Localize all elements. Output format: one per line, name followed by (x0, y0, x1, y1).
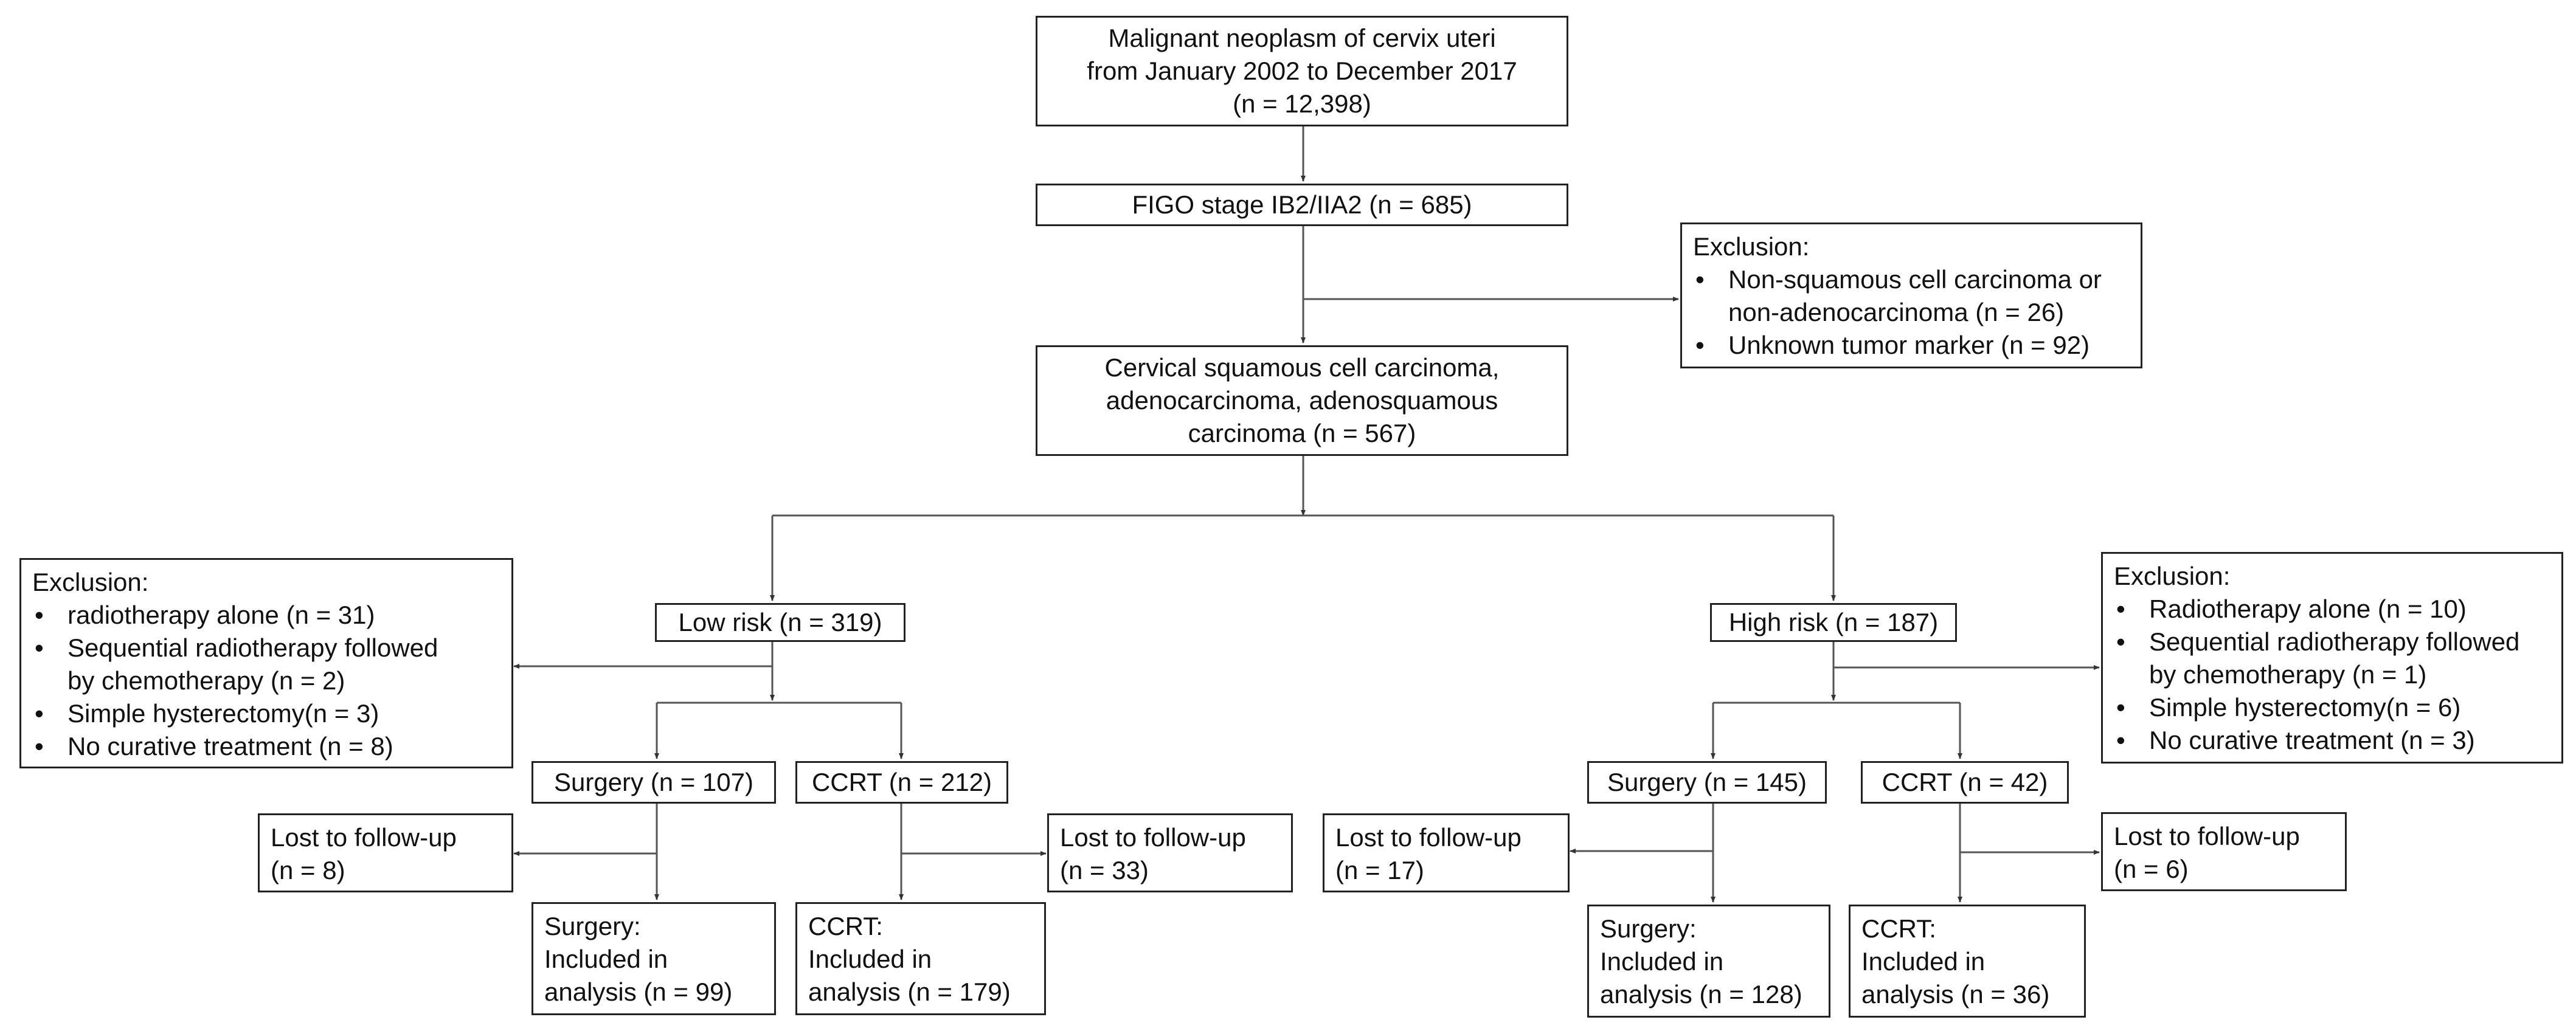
box-text-line: (n = 17) (1335, 856, 1424, 884)
box-text-line: Surgery (n = 107) (553, 768, 753, 796)
exclusion-high-risk-box: Exclusion: • Radiotherapy alone (n = 10) • S… (2101, 552, 2563, 764)
exclusion-item-text: Sequential radiotherapy followed (68, 633, 438, 662)
high-risk-box: High risk (n = 187) (1710, 603, 1957, 642)
box-text-line: analysis (n = 128) (1600, 980, 1802, 1009)
exclusion-item-text: Radiotherapy alone (n = 10) (2149, 595, 2467, 623)
box-text-line: Surgery: (544, 912, 641, 940)
box-text-line: Lost to follow-up (1335, 823, 1522, 852)
exclusion-list: • Non-squamous cell carcinoma or non-adeno… (1693, 263, 2130, 362)
exclusion-title: Exclusion: (1693, 232, 1810, 261)
box-text-line: analysis (n = 179) (808, 978, 1011, 1006)
exclusion-title: Exclusion: (2114, 562, 2231, 590)
low-ccrt-box: CCRT (n = 212) (795, 761, 1008, 804)
exclusion-item: • Sequential radiotherapy followed by chem… (2114, 626, 2550, 691)
box-text-line: Included in (808, 945, 932, 973)
box-text-line: Included in (1861, 947, 1986, 976)
exclusion-item: • Sequential radiotherapy followed by chem… (32, 632, 500, 697)
box-text-line: from January 2002 to December 2017 (1087, 57, 1517, 85)
exclusion-item: • No curative treatment (n = 8) (32, 730, 500, 763)
exclusion-title: Exclusion: (32, 568, 149, 596)
bullet-icon: • (2116, 627, 2125, 656)
included-low-surgery-box: Surgery: Included in analysis (n = 99) (531, 902, 776, 1015)
exclusion-item-text: No curative treatment (n = 8) (68, 732, 393, 760)
source-population-box: Malignant neoplasm of cervix uteri from J… (1036, 16, 1568, 126)
box-text-line: Malignant neoplasm of cervix uteri (1108, 24, 1496, 52)
included-high-ccrt-box: CCRT: Included in analysis (n = 36) (1849, 905, 2086, 1018)
box-text-line: carcinoma (n = 567) (1188, 419, 1416, 447)
box-text-line: CCRT: (808, 912, 883, 940)
low-surgery-box: Surgery (n = 107) (531, 761, 776, 804)
bullet-icon: • (35, 633, 44, 662)
box-text-line: CCRT (n = 212) (811, 768, 992, 796)
box-text-line: Lost to follow-up (2114, 822, 2300, 850)
exclusion-item: • Simple hysterectomy(n = 6) (2114, 691, 2550, 724)
bullet-icon: • (1695, 331, 1705, 359)
exclusion-item: • Radiotherapy alone (n = 10) (2114, 593, 2550, 626)
bullet-icon: • (35, 601, 44, 629)
high-ccrt-box: CCRT (n = 42) (1861, 761, 2069, 804)
box-text-line: CCRT (n = 42) (1882, 768, 2048, 796)
box-text-line: (n = 12,398) (1233, 89, 1371, 118)
bullet-icon: • (35, 699, 44, 728)
box-text-line: adenocarcinoma, adenosquamous (1106, 386, 1498, 415)
histology-box: Cervical squamous cell carcinoma, adenoca… (1036, 345, 1568, 456)
box-text-line: (n = 6) (2114, 855, 2189, 883)
exclusion-item: • Non-squamous cell carcinoma or non-adeno… (1693, 263, 2130, 329)
bullet-icon: • (2116, 693, 2125, 722)
box-text-line: (n = 33) (1060, 856, 1149, 884)
exclusion-item-text: Unknown tumor marker (n = 92) (1728, 331, 2090, 359)
box-text-line: analysis (n = 99) (544, 978, 733, 1006)
exclusion-item-text: by chemotherapy (n = 1) (2149, 660, 2427, 689)
exclusion-item-text: No curative treatment (n = 3) (2149, 726, 2475, 754)
box-text-line: Included in (1600, 947, 1724, 976)
box-text-line: analysis (n = 36) (1861, 980, 2050, 1009)
exclusion-top-box: Exclusion: • Non-squamous cell carcinoma o… (1680, 222, 2142, 368)
exclusion-low-risk-box: Exclusion: • radiotherapy alone (n = 31) • S… (19, 558, 513, 768)
box-text-line: Surgery: (1600, 914, 1697, 943)
box-text-line: Included in (544, 945, 668, 973)
box-text-line: Lost to follow-up (271, 823, 457, 852)
lost-high-surgery-box: Lost to follow-up (n = 17) (1323, 813, 1570, 892)
box-text-line: CCRT: (1861, 914, 1936, 943)
low-risk-box: Low risk (n = 319) (655, 603, 905, 642)
lost-low-surgery-box: Lost to follow-up (n = 8) (258, 813, 513, 892)
exclusion-item-text: Non-squamous cell carcinoma or (1728, 265, 2102, 294)
box-text-line: Low risk (n = 319) (678, 608, 882, 636)
exclusion-item: • No curative treatment (n = 3) (2114, 724, 2550, 757)
box-text-line: Cervical squamous cell carcinoma, (1104, 353, 1500, 382)
included-low-ccrt-box: CCRT: Included in analysis (n = 179) (795, 902, 1046, 1015)
exclusion-item: • Simple hysterectomy(n = 3) (32, 697, 500, 730)
box-text-line: Surgery (n = 145) (1607, 768, 1807, 796)
high-surgery-box: Surgery (n = 145) (1587, 761, 1827, 804)
bullet-icon: • (35, 732, 44, 760)
bullet-icon: • (2116, 595, 2125, 623)
exclusion-list: • radiotherapy alone (n = 31) • Sequential … (32, 599, 500, 763)
exclusion-list: • Radiotherapy alone (n = 10) • Sequential … (2114, 593, 2550, 757)
exclusion-item: • Unknown tumor marker (n = 92) (1693, 329, 2130, 362)
lost-high-ccrt-box: Lost to follow-up (n = 6) (2101, 812, 2347, 891)
lost-low-ccrt-box: Lost to follow-up (n = 33) (1047, 813, 1293, 892)
exclusion-item-text: Sequential radiotherapy followed (2149, 627, 2520, 656)
box-text-line: High risk (n = 187) (1728, 608, 1939, 636)
box-text-line: (n = 8) (271, 856, 345, 884)
bullet-icon: • (1695, 265, 1705, 294)
exclusion-item-text: Simple hysterectomy(n = 3) (68, 699, 379, 728)
box-text-line: FIGO stage IB2/IIA2 (n = 685) (1132, 190, 1472, 219)
exclusion-item-text: non-adenocarcinoma (n = 26) (1728, 298, 2065, 326)
included-high-surgery-box: Surgery: Included in analysis (n = 128) (1587, 905, 1830, 1018)
bullet-icon: • (2116, 726, 2125, 754)
exclusion-item-text: by chemotherapy (n = 2) (68, 666, 345, 695)
exclusion-item-text: radiotherapy alone (n = 31) (68, 601, 375, 629)
figo-stage-box: FIGO stage IB2/IIA2 (n = 685) (1036, 184, 1568, 226)
box-text-line: Lost to follow-up (1060, 823, 1246, 852)
exclusion-item-text: Simple hysterectomy(n = 6) (2149, 693, 2461, 722)
exclusion-item: • radiotherapy alone (n = 31) (32, 599, 500, 632)
